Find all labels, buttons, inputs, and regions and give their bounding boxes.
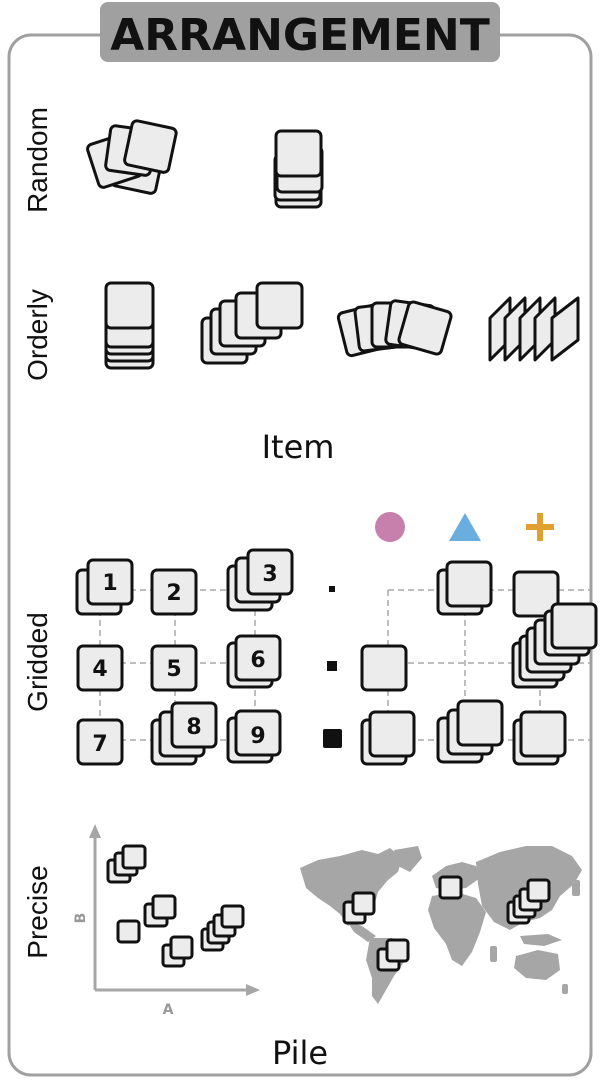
triangle-icon (449, 513, 481, 541)
grid-number-5: 5 (166, 657, 181, 682)
grid-number-9: 9 (250, 724, 265, 749)
caption-item: Item (262, 428, 335, 466)
random-messy-stack (273, 129, 324, 209)
title: ARRANGEMENT (110, 10, 490, 61)
row-label-random: Random (22, 107, 53, 213)
scatter-piles (106, 844, 245, 968)
orderly-stack (104, 281, 155, 370)
size-marker-small (329, 586, 335, 592)
grid-number-6: 6 (250, 648, 265, 673)
numbered-grid: 1 2 3 4 5 6 7 8 9 (75, 548, 294, 766)
grid-number-4: 4 (92, 657, 107, 682)
grid-number-7: 7 (92, 732, 107, 757)
size-marker-large (323, 729, 342, 748)
axis-label-x: A (163, 1002, 174, 1018)
map-piles (342, 875, 551, 972)
category-grid (360, 560, 598, 766)
plus-icon (526, 513, 554, 541)
grid-number-8: 8 (186, 715, 201, 740)
title-banner (100, 2, 500, 62)
orderly-upright-row (488, 296, 580, 362)
random-scatter-pile (86, 119, 178, 195)
circle-icon (375, 512, 405, 542)
scatter-axes (89, 824, 260, 996)
orderly-cascade (200, 281, 304, 365)
axis-label-y: B (73, 913, 89, 924)
size-marker-medium (327, 661, 337, 671)
caption-pile: Pile (272, 1034, 328, 1072)
row-label-orderly: Orderly (22, 289, 53, 381)
grid-number-2: 2 (166, 581, 181, 606)
grid-number-3: 3 (262, 562, 277, 587)
row-label-gridded: Gridded (22, 612, 53, 712)
row-label-precise: Precise (22, 865, 53, 958)
world-map (300, 846, 582, 1004)
orderly-fan (336, 299, 453, 358)
grid-number-1: 1 (102, 571, 117, 596)
